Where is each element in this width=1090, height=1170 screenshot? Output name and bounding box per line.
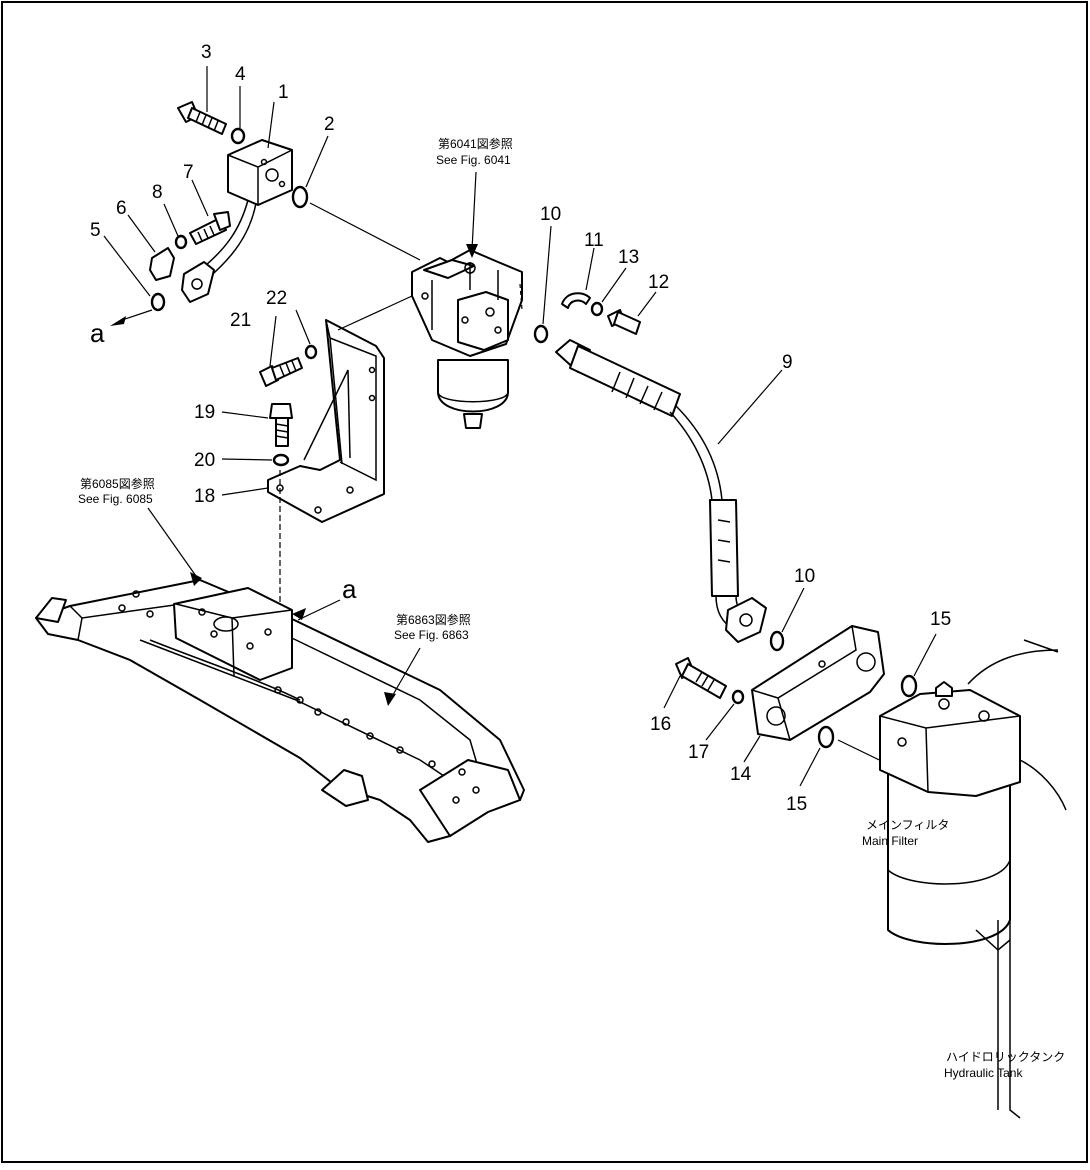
part-22-washer — [304, 344, 318, 360]
label-part-13: 13 — [618, 247, 639, 268]
part-20-washer — [272, 453, 290, 467]
part-9-hose — [555, 339, 783, 643]
label-part-10-lower: 10 — [794, 566, 815, 587]
label-part-19: 19 — [194, 402, 215, 423]
label-part-11: 11 — [584, 230, 604, 251]
part-7-bolt — [189, 211, 231, 245]
ref-6863-en: See Fig. 6863 — [394, 628, 469, 642]
label-part-2: 2 — [324, 114, 335, 135]
label-part-16: 16 — [650, 714, 671, 735]
label-part-6: 6 — [116, 198, 127, 219]
part-14-block — [751, 625, 885, 741]
part-6-split-flange — [149, 247, 175, 281]
label-part-22: 22 — [266, 288, 287, 309]
label-part-5: 5 — [90, 220, 101, 241]
part-2-o-ring — [291, 185, 309, 209]
label-part-15-lower: 15 — [786, 794, 807, 815]
hydraulic-tank-label-en: Hydraulic Tank — [944, 1066, 1023, 1080]
part-16-bolt — [675, 657, 727, 699]
part-8-washer — [174, 234, 188, 250]
hydraulic-tank — [967, 639, 1067, 1119]
part-15-o-ring-upper — [900, 674, 918, 698]
label-part-20: 20 — [194, 450, 215, 471]
figure-references: 第6041図参照 See Fig. 6041 第6085図参照 See Fig.… — [78, 136, 513, 642]
label-part-9: 9 — [782, 352, 793, 373]
label-part-3: 3 — [201, 42, 212, 63]
line-filter-assembly — [411, 171, 523, 429]
part-1-block — [199, 139, 293, 281]
top-left-leaders — [103, 66, 421, 326]
label-part-12: 12 — [648, 272, 669, 293]
part-4-washer — [230, 127, 246, 145]
part-17-washer — [731, 689, 745, 705]
label-part-18: 18 — [194, 486, 215, 507]
label-part-21: 21 — [230, 310, 251, 331]
frame-structure — [35, 507, 525, 843]
part-15-o-ring-lower — [817, 725, 835, 749]
part-13-washer — [590, 301, 604, 317]
ref-6041-en: See Fig. 6041 — [436, 153, 511, 167]
arrow-a-head — [110, 316, 126, 326]
part-5-o-ring — [150, 292, 166, 312]
ref-6085-en: See Fig. 6085 — [78, 492, 153, 506]
ref-6041-jp: 第6041図参照 — [438, 136, 513, 151]
part-10-o-ring-lower — [769, 630, 785, 652]
label-part-7: 7 — [183, 162, 194, 183]
label-part-14: 14 — [730, 764, 752, 785]
leader-10-lower — [781, 587, 805, 633]
view-marker-a-frame: a — [342, 574, 357, 604]
part-18-bracket — [267, 295, 413, 523]
main-filter — [879, 681, 1021, 945]
part-11-split-flange — [561, 292, 591, 309]
upper-right-leaders — [542, 225, 657, 325]
part-10-o-ring-upper — [533, 324, 549, 344]
label-part-4: 4 — [235, 64, 246, 85]
ref-6863-jp: 第6863図参照 — [396, 612, 471, 627]
label-part-15-upper: 15 — [930, 609, 951, 630]
label-part-10-upper: 10 — [540, 204, 561, 225]
ref-6085-jp: 第6085図参照 — [80, 476, 155, 491]
label-part-1: 1 — [278, 82, 289, 103]
part-number-labels: 1 2 3 4 5 6 7 8 9 10 10 11 12 13 14 15 1… — [90, 42, 951, 815]
component-labels: メインフィルタ Main Filter ハイドロリックタンク Hydraulic… — [862, 818, 1065, 1080]
label-part-8: 8 — [152, 182, 163, 203]
main-filter-label-jp: メインフィルタ — [866, 818, 949, 832]
part-1-tube-flange — [181, 261, 215, 303]
part-19-bolt — [269, 403, 293, 447]
label-part-17: 17 — [688, 742, 709, 763]
hydraulic-tank-label-jp: ハイドロリックタンク — [946, 1050, 1065, 1064]
part-21-bolt — [259, 357, 303, 387]
part-3-bolt — [177, 101, 227, 135]
view-marker-a-left: a — [90, 318, 105, 348]
part-12-bolt — [607, 309, 641, 335]
main-filter-label-en: Main Filter — [862, 834, 918, 848]
